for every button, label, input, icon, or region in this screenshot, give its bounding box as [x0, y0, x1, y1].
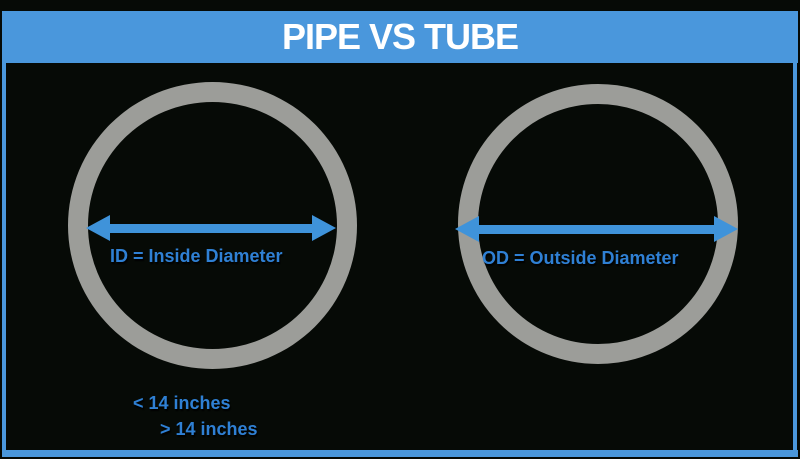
arrowhead-left-icon: [86, 215, 110, 241]
arrowhead-left-icon: [455, 216, 479, 242]
frame-border-bottom: [2, 450, 798, 457]
outside-diameter-arrow: [455, 216, 738, 242]
inside-diameter-label: ID = Inside Diameter: [110, 246, 283, 266]
frame-border-left: [2, 63, 6, 457]
arrow-shaft: [479, 224, 714, 234]
size-note-under-14-inches: < 14 inches: [133, 393, 231, 413]
arrow-shaft: [110, 223, 312, 233]
title-bar: PIPE VS TUBE: [2, 11, 798, 63]
arrowhead-right-icon: [714, 216, 738, 242]
outside-diameter-label: OD = Outside Diameter: [482, 248, 679, 268]
inside-diameter-arrow: [86, 215, 336, 241]
size-note-over-14-inches: > 14 inches: [160, 419, 258, 439]
arrowhead-right-icon: [312, 215, 336, 241]
frame-border-right: [793, 63, 797, 457]
page-title: PIPE VS TUBE: [281, 16, 519, 57]
